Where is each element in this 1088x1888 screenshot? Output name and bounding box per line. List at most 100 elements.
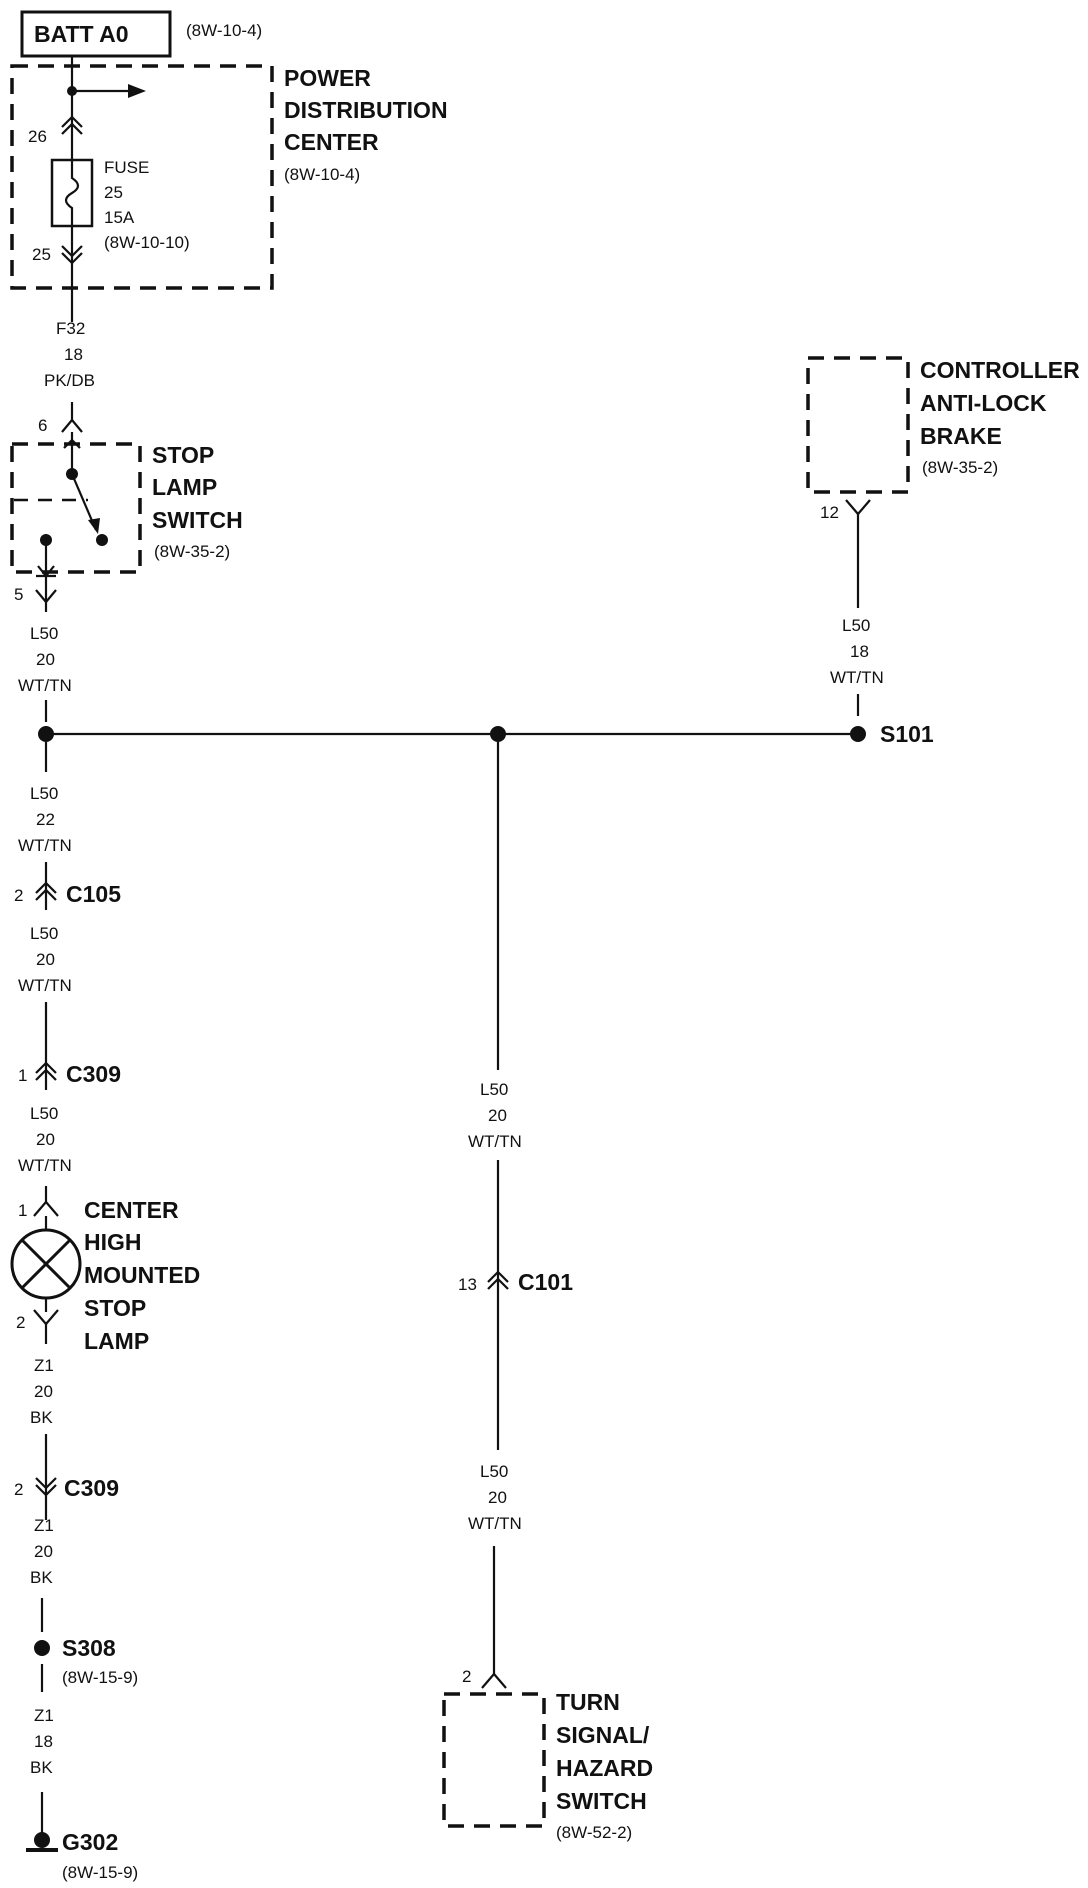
wire-z1-b-color: BK <box>30 1568 53 1587</box>
splice-s101-label: S101 <box>880 721 934 747</box>
tsh-ref: (8W-52-2) <box>556 1823 632 1842</box>
splice-middle <box>490 726 506 742</box>
wire-l50-e-code: L50 <box>30 1104 58 1123</box>
sls-title-3: SWITCH <box>152 507 243 533</box>
chmsl-title-3: MOUNTED <box>84 1262 200 1288</box>
controller-title-1: CONTROLLER <box>920 357 1080 383</box>
c105-icon <box>35 881 57 894</box>
sls-box <box>10 442 142 574</box>
sls-pin-out: 5 <box>14 585 23 604</box>
chmsl-title-1: CENTER <box>84 1197 179 1223</box>
wire-l50-e-color: WT/TN <box>18 1156 72 1175</box>
wire-f32-code: F32 <box>56 319 85 338</box>
fuse-label: FUSE <box>104 158 149 177</box>
pdc-connector-26-icon <box>61 115 83 128</box>
sls-pin-in: 6 <box>38 416 47 435</box>
sls-contact-right <box>96 534 108 546</box>
chmsl-pin-in: 1 <box>18 1201 27 1220</box>
wire-z1-c-color: BK <box>30 1758 53 1777</box>
wire-z1-a-code: Z1 <box>34 1356 54 1375</box>
sls-title-1: STOP <box>152 442 214 468</box>
wire-l50-f-code: L50 <box>480 1080 508 1099</box>
tsh-box <box>442 1692 546 1828</box>
controller-title-3: BRAKE <box>920 423 1002 449</box>
wire-f32-color: PK/DB <box>44 371 95 390</box>
wire-l50-a-gauge: 20 <box>36 650 55 669</box>
chmsl-title-5: LAMP <box>84 1328 149 1354</box>
c309-bottom-icon <box>35 1477 57 1490</box>
s308-ref: (8W-15-9) <box>62 1668 138 1687</box>
wire-z1-b-gauge: 20 <box>34 1542 53 1561</box>
c105-pin: 2 <box>14 886 23 905</box>
splice-left <box>38 726 54 742</box>
battery-box <box>20 10 172 58</box>
chmsl-title-2: HIGH <box>84 1229 142 1255</box>
wire-l50-g-color: WT/TN <box>468 1514 522 1533</box>
wire-z1-c-code: Z1 <box>34 1706 54 1725</box>
g302-ref: (8W-15-9) <box>62 1863 138 1882</box>
wire-l50-b-color: WT/TN <box>830 668 884 687</box>
c309-bottom-pin: 2 <box>14 1480 23 1499</box>
wire-l50-d-gauge: 20 <box>36 950 55 969</box>
c309-top-label: C309 <box>66 1061 121 1087</box>
controller-title-2: ANTI-LOCK <box>920 390 1047 416</box>
tsh-title-1: TURN <box>556 1689 620 1715</box>
c105-label: C105 <box>66 881 121 907</box>
sls-ref: (8W-35-2) <box>154 542 230 561</box>
wire-z1-a-color: BK <box>30 1408 53 1427</box>
fuse-rating: 15A <box>104 208 135 227</box>
controller-pin: 12 <box>820 503 839 522</box>
c309-bottom-label: C309 <box>64 1475 119 1501</box>
splice-s308 <box>34 1640 50 1656</box>
splice-s101 <box>850 726 866 742</box>
pdc-box <box>10 64 274 290</box>
chmsl-pin-out: 2 <box>16 1313 25 1332</box>
g302-label: G302 <box>62 1829 118 1855</box>
pdc-ref: (8W-10-4) <box>284 165 360 184</box>
pdc-title-1: POWER <box>284 65 371 91</box>
chmsl-connector-2-icon <box>33 1309 59 1326</box>
s308-label: S308 <box>62 1635 116 1661</box>
wire-l50-e-gauge: 20 <box>36 1130 55 1149</box>
pdc-arrow-icon <box>128 84 146 98</box>
sls-connector-6-icon <box>61 418 83 433</box>
wire-l50-c-gauge: 22 <box>36 810 55 829</box>
battery-ref: (8W-10-4) <box>186 21 262 40</box>
c309-top-icon <box>35 1061 57 1074</box>
chmsl-title-4: STOP <box>84 1295 146 1321</box>
tsh-title-2: SIGNAL/ <box>556 1722 650 1748</box>
chmsl-connector-1-icon <box>33 1200 59 1217</box>
tsh-connector-2-icon <box>481 1672 507 1689</box>
ground-icon <box>34 1832 50 1848</box>
wire-z1-b-code: Z1 <box>34 1516 54 1535</box>
tsh-pin: 2 <box>462 1667 471 1686</box>
wire-l50-c-color: WT/TN <box>18 836 72 855</box>
c101-icon <box>487 1270 509 1283</box>
tsh-title-4: SWITCH <box>556 1788 647 1814</box>
sls-title-2: LAMP <box>152 474 217 500</box>
wire-l50-f-color: WT/TN <box>468 1132 522 1151</box>
wire-l50-a-code: L50 <box>30 624 58 643</box>
wire-l50-g-gauge: 20 <box>488 1488 507 1507</box>
wire-l50-f-gauge: 20 <box>488 1106 507 1125</box>
controller-ref: (8W-35-2) <box>922 458 998 477</box>
pdc-pin-in: 26 <box>28 127 47 146</box>
pdc-connector-25-icon <box>61 245 83 258</box>
wire-l50-d-code: L50 <box>30 924 58 943</box>
wire-l50-b-gauge: 18 <box>850 642 869 661</box>
wire-l50-b-code: L50 <box>842 616 870 635</box>
controller-box <box>806 356 910 494</box>
wire-l50-a-color: WT/TN <box>18 676 72 695</box>
battery-label: BATT A0 <box>34 21 129 47</box>
wire-l50-g-code: L50 <box>480 1462 508 1481</box>
pdc-title-2: DISTRIBUTION <box>284 97 448 123</box>
pdc-pin-out: 25 <box>32 245 51 264</box>
wire-z1-a-gauge: 20 <box>34 1382 53 1401</box>
c101-pin: 13 <box>458 1275 477 1294</box>
pdc-title-3: CENTER <box>284 129 379 155</box>
tsh-title-3: HAZARD <box>556 1755 653 1781</box>
wire-z1-c-gauge: 18 <box>34 1732 53 1751</box>
c309-top-pin: 1 <box>18 1066 27 1085</box>
wire-l50-c-code: L50 <box>30 784 58 803</box>
